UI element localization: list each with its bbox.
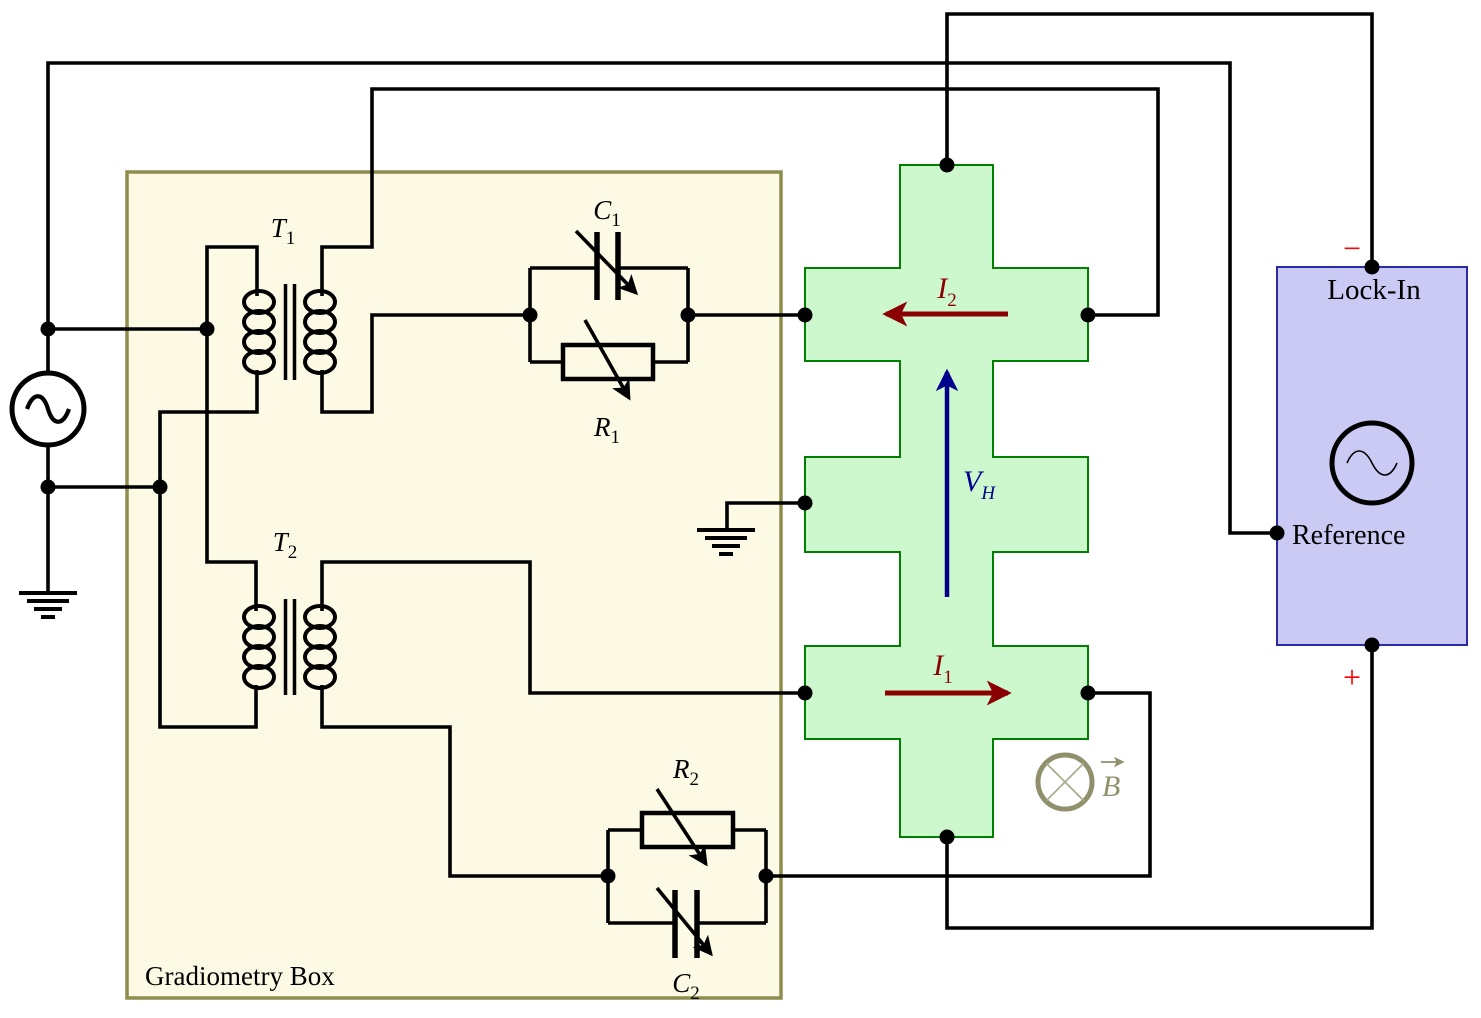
b-field-icon: [1035, 752, 1095, 812]
lock-in-reference-label: Reference: [1292, 520, 1405, 551]
contact-top-tab: [939, 157, 955, 173]
t1-core: [283, 284, 297, 380]
r2-resistor-icon: [639, 810, 736, 850]
wire-t1-primary-bottom-lead: [158, 370, 259, 487]
r1-resistor-icon: [560, 342, 656, 382]
r1-label: R1: [593, 412, 620, 448]
ac-source: [9, 370, 87, 448]
lock-in-minus-label: −: [1343, 230, 1361, 266]
b-field-label: B: [1102, 770, 1120, 803]
wire-t2-primary-top-lead: [205, 329, 258, 611]
terminal-lockin-reference: [1269, 525, 1285, 541]
lock-in-title: Lock-In: [1327, 274, 1421, 306]
t1-secondary-winding: [303, 289, 337, 375]
c2-variable-arrow-icon: [655, 886, 713, 957]
gradiometry-box-label: Gradiometry Box: [145, 961, 335, 991]
wire-bottom-tab-to-lockin-plus: [945, 645, 1374, 930]
c2-label: C2: [672, 968, 700, 1004]
wire-t1-primary-top-lead: [205, 245, 259, 329]
lock-in-box: [1276, 266, 1468, 646]
wire-r2c2-to-i1-right-contact: [766, 691, 1152, 878]
junction-primaries-bottom: [152, 479, 168, 495]
c1-label: C1: [593, 195, 621, 231]
vh-label: VH: [963, 465, 996, 504]
r1-variable-arrow-icon: [583, 319, 631, 401]
junction-dots: [40, 157, 1380, 884]
wiring: [46, 12, 1374, 930]
wire-source-to-reference: [46, 61, 1277, 535]
lock-in-amplifier: Lock-In Reference − +: [1276, 230, 1468, 695]
terminal-lockin-minus: [1364, 259, 1380, 275]
gradiometry-box: [125, 170, 783, 1000]
wire-t1-secondary-to-c1r1: [320, 313, 530, 414]
node-c1r1-left: [522, 307, 538, 323]
r2-label: R2: [672, 754, 699, 790]
transformer-t2: T2: [242, 527, 337, 695]
transformer-t1: T1: [242, 213, 337, 380]
terminal-lockin-plus: [1364, 637, 1380, 653]
lock-in-oscillator-circle-icon: [1329, 420, 1415, 506]
contact-i1-left: [797, 685, 813, 701]
wire-top-tab-to-lockin-minus: [945, 12, 1374, 267]
t2-secondary-winding: [303, 604, 337, 690]
junction-source-top: [40, 321, 56, 337]
t1-primary-winding: [242, 289, 276, 375]
c1-variable-arrow-icon: [574, 229, 639, 296]
ac-source-sine-icon: [25, 394, 71, 424]
i2-label: I2: [936, 272, 957, 311]
wire-vh-contact-to-ground: [725, 501, 805, 530]
node-r2c2-right: [758, 868, 774, 884]
lock-in-plus-label: +: [1343, 659, 1361, 695]
t2-label: T2: [273, 527, 298, 563]
contact-bottom-tab: [939, 829, 955, 845]
contact-i1-right: [1080, 685, 1096, 701]
junction-source-bottom: [40, 479, 56, 495]
wire-t2-secondary-to-i1-left-contact: [320, 560, 805, 695]
source-ground-icon: [19, 591, 77, 619]
t1-label: T1: [271, 213, 296, 249]
wire-t2-secondary-to-r2c2: [320, 685, 608, 878]
lock-in-oscillator-sine-icon: [1346, 450, 1398, 476]
hall-bar-annotations: I2 I1 VH B: [882, 272, 1125, 812]
i1-label: I1: [932, 649, 953, 688]
wire-t2-primary-bottom-lead: [158, 487, 258, 729]
node-c1r1-right: [680, 307, 696, 323]
t2-primary-winding: [242, 604, 276, 690]
r2-variable-arrow-icon: [655, 788, 708, 867]
contact-vh-left: [797, 495, 813, 511]
contact-i2-left: [797, 307, 813, 323]
junction-primaries-top: [199, 321, 215, 337]
wire-t1-secondary-to-i2-right-contact: [320, 87, 1160, 317]
hall-ground-icon: [697, 528, 755, 556]
node-r2c2-left: [600, 868, 616, 884]
contact-i2-right: [1080, 307, 1096, 323]
ac-source-circle-icon: [9, 370, 87, 448]
t2-core: [283, 599, 297, 695]
